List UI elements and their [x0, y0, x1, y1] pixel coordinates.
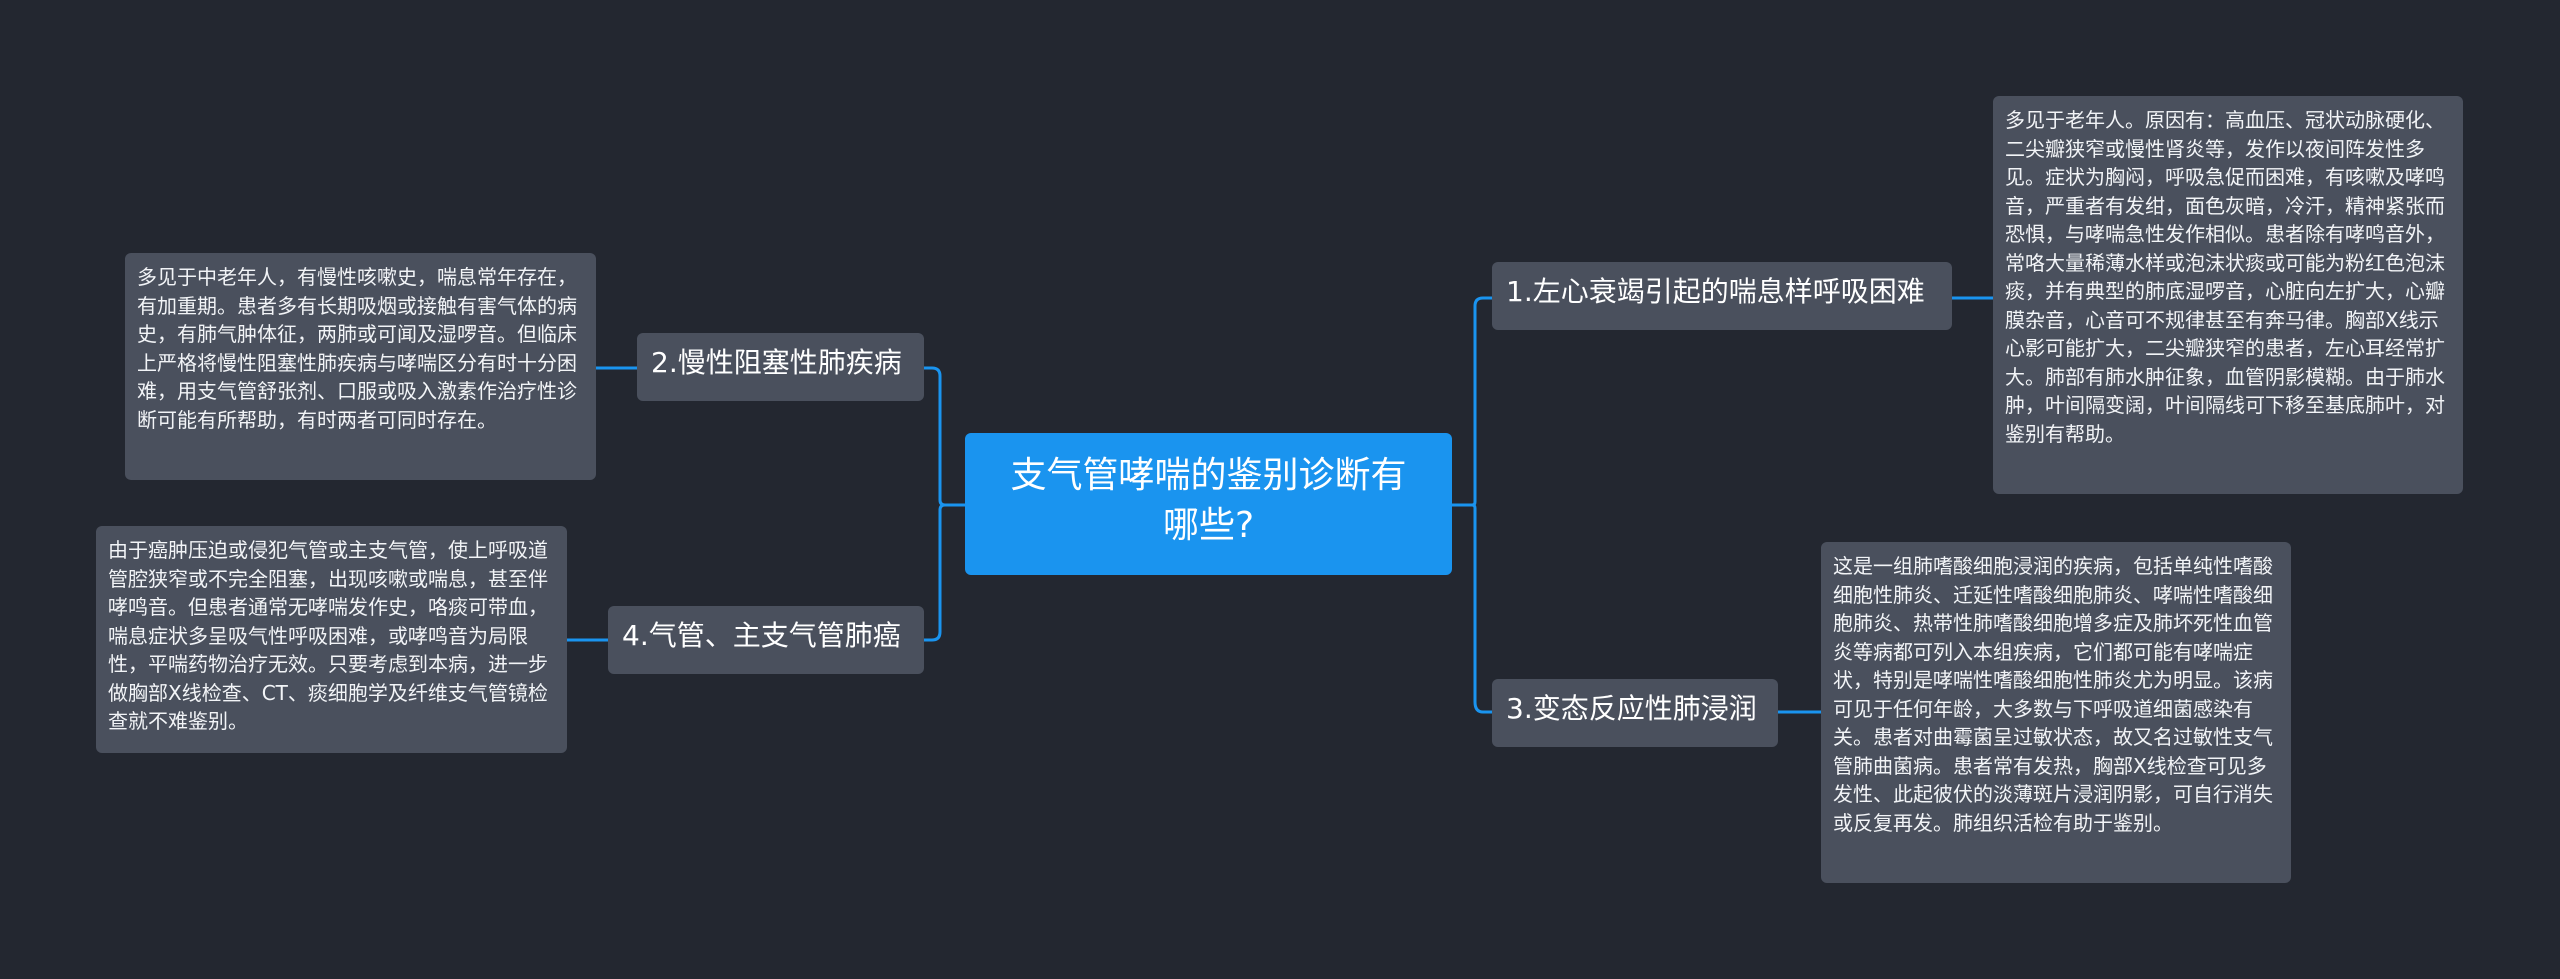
link-root-branch1 — [1450, 296, 1494, 507]
link-root-branch2 — [922, 366, 967, 507]
detail-text: 多见于老年人。原因有：高血压、冠状动脉硬化、二尖瓣狭窄或慢性肾炎等，发作以夜间阵… — [2005, 108, 2445, 446]
branch-label: 4.气管、主支气管肺癌 — [622, 619, 901, 652]
detail-tracheal-lung-cancer: 由于癌肿压迫或侵犯气管或主支气管，使上呼吸道管腔狭窄或不完全阻塞，出现咳嗽或喘息… — [96, 526, 567, 753]
detail-text: 由于癌肿压迫或侵犯气管或主支气管，使上呼吸道管腔狭窄或不完全阻塞，出现咳嗽或喘息… — [108, 538, 548, 733]
branch-copd[interactable]: 2.慢性阻塞性肺疾病 — [637, 333, 924, 401]
root-topic[interactable]: 支气管哮喘的鉴别诊断有哪些? — [965, 433, 1452, 575]
branch-allergic-pulmonary-infiltration[interactable]: 3.变态反应性肺浸润 — [1492, 679, 1778, 747]
detail-text: 多见于中老年人，有慢性咳嗽史，喘息常年存在，有加重期。患者多有长期吸烟或接触有害… — [137, 265, 577, 432]
branch-tracheal-lung-cancer[interactable]: 4.气管、主支气管肺癌 — [608, 606, 924, 674]
detail-allergic-pulmonary-infiltration: 这是一组肺嗜酸细胞浸润的疾病，包括单纯性嗜酸细胞性肺炎、迁延性嗜酸细胞肺炎、哮喘… — [1821, 542, 2291, 883]
branch-label: 2.慢性阻塞性肺疾病 — [651, 346, 902, 379]
branch-label: 3.变态反应性肺浸润 — [1506, 692, 1757, 725]
root-topic-label: 支气管哮喘的鉴别诊断有哪些? — [1010, 455, 1407, 546]
branch-left-heart-failure[interactable]: 1.左心衰竭引起的喘息样呼吸困难 — [1492, 262, 1952, 330]
link-root-branch4 — [922, 503, 967, 642]
branch-label: 1.左心衰竭引起的喘息样呼吸困难 — [1506, 275, 1925, 308]
detail-text: 这是一组肺嗜酸细胞浸润的疾病，包括单纯性嗜酸细胞性肺炎、迁延性嗜酸细胞肺炎、哮喘… — [1833, 554, 2273, 835]
detail-left-heart-failure: 多见于老年人。原因有：高血压、冠状动脉硬化、二尖瓣狭窄或慢性肾炎等，发作以夜间阵… — [1993, 96, 2463, 494]
link-root-branch3 — [1450, 503, 1494, 714]
detail-copd: 多见于中老年人，有慢性咳嗽史，喘息常年存在，有加重期。患者多有长期吸烟或接触有害… — [125, 253, 596, 480]
